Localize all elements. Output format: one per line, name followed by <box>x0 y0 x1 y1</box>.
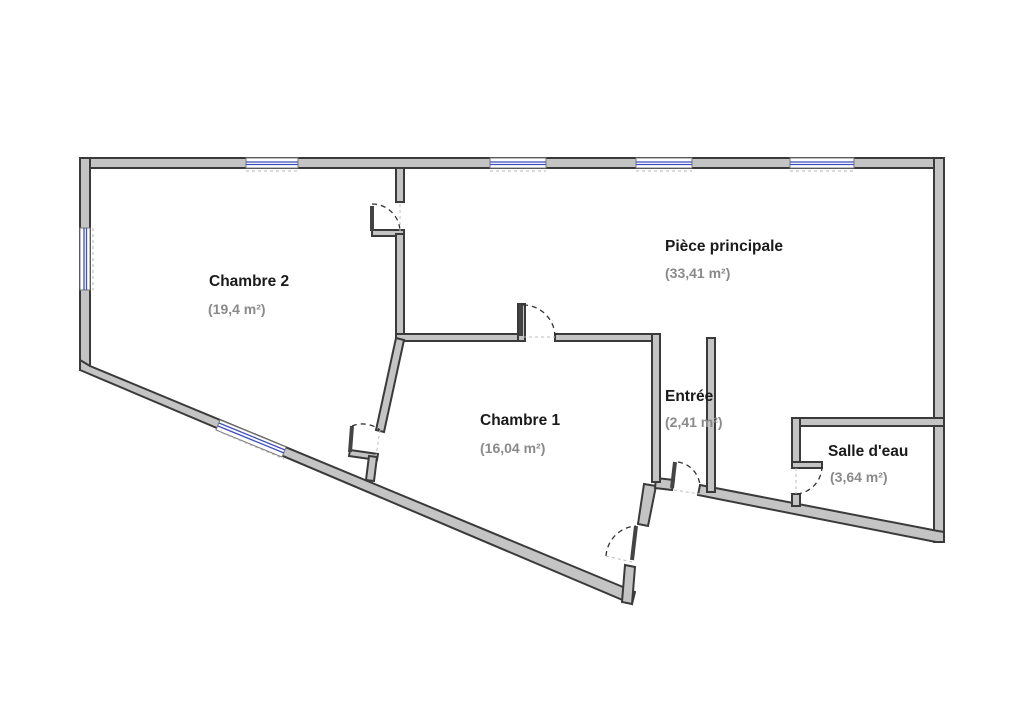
interior-wall-chambre1-north-west <box>395 333 525 342</box>
room-label-chambre-1: Chambre 1 <box>480 412 561 429</box>
interior-wall-entree-east <box>706 337 716 493</box>
interior-wall-chambre1-east <box>651 333 661 483</box>
window-piece-principale-north-2 <box>635 157 693 172</box>
room-label-salle-deau: Salle d'eau <box>828 443 909 460</box>
door-entree-south <box>670 461 701 495</box>
room-label-piece-principale: Pièce principale <box>665 238 784 255</box>
window-chambre2-north <box>245 157 299 172</box>
interior-wall-chambre1-west-upper <box>374 336 406 434</box>
window-piece-principale-north-1 <box>489 157 547 172</box>
room-label-entree: Entrée <box>665 388 714 405</box>
room-area-salle-deau: (3,64 m²) <box>830 469 888 485</box>
room-area-entree: (2,41 m²) <box>665 414 723 430</box>
interior-wall-salle-deau-door-stub <box>791 461 823 469</box>
room-label-chambre-2: Chambre 2 <box>209 273 290 290</box>
door-chambre1-west <box>348 423 381 457</box>
window-chambre2-west <box>79 227 94 291</box>
window-piece-principale-north-3 <box>789 157 855 172</box>
exterior-wall-right <box>933 157 945 543</box>
exterior-wall-diagonal-south <box>696 483 945 543</box>
interior-wall-salle-deau-west-bottom <box>791 493 801 507</box>
exterior-wall-entree-notch <box>636 482 658 528</box>
door-salle-deau <box>795 465 823 495</box>
door-chambre2 <box>370 203 401 232</box>
interior-wall-salle-deau-north <box>791 417 945 427</box>
interior-wall-chambre2-east-lower <box>395 233 405 341</box>
exterior-wall-diagonal-southwest <box>79 358 637 606</box>
window-chambre2-southwest <box>215 419 287 460</box>
door-chambre1-north <box>519 304 556 338</box>
room-area-chambre-1: (16,04 m²) <box>480 440 546 456</box>
exterior-wall-chambre1-east <box>620 563 637 606</box>
interior-wall-chambre2-east-upper <box>395 167 405 203</box>
room-area-piece-principale: (33,41 m²) <box>665 265 731 281</box>
interior-wall-chambre1-west-lower <box>364 454 379 483</box>
door-chambre1-east <box>605 525 638 563</box>
interior-wall-salle-deau-west <box>791 417 801 469</box>
room-area-chambre-2: (19,4 m²) <box>208 301 266 317</box>
interior-wall-chambre1-north-east <box>554 333 661 342</box>
